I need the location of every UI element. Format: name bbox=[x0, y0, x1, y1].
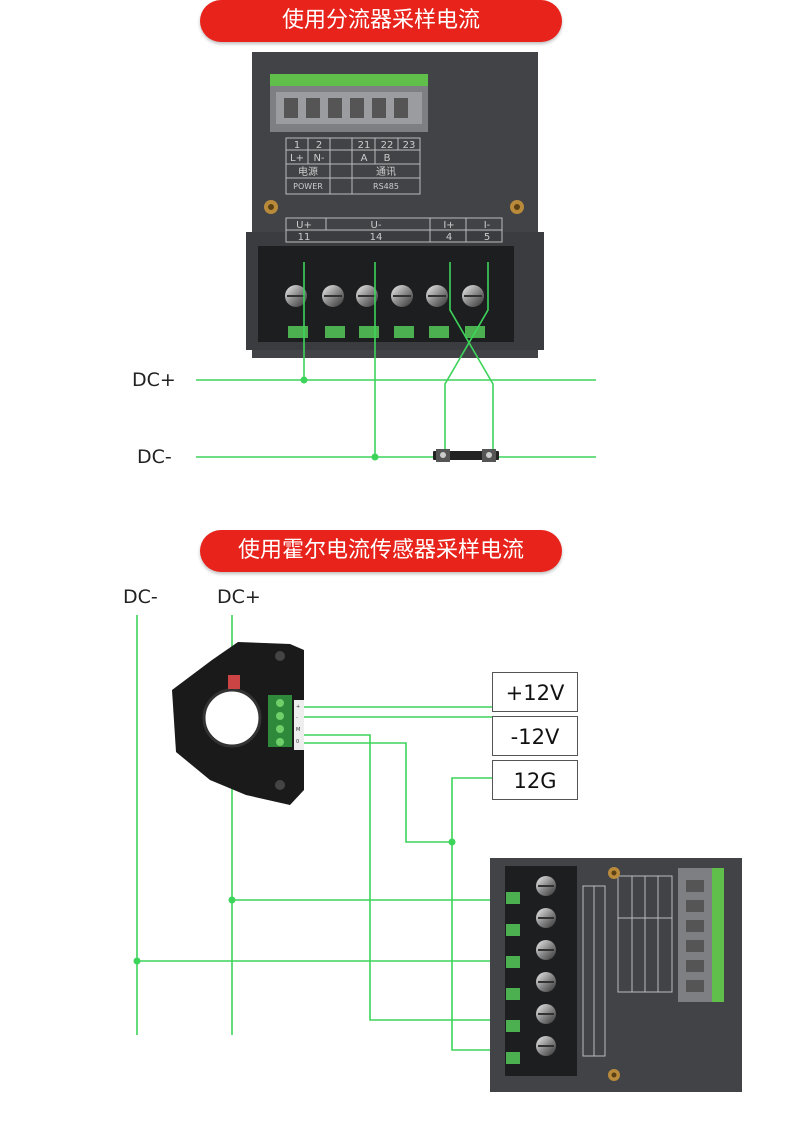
meter-panel-1: 1 2 21 22 23 L+ N- A B 电源 通讯 POWER RS485 bbox=[246, 52, 544, 358]
section2-title: 使用霍尔电流传感器采样电流 bbox=[200, 530, 562, 572]
label-uplus: U+ bbox=[296, 220, 312, 231]
label-power-en: POWER bbox=[293, 182, 323, 191]
label-b: B bbox=[384, 153, 391, 164]
label-iplus: I+ bbox=[443, 220, 454, 231]
label-iminus: I- bbox=[484, 220, 491, 231]
junction-dcplus bbox=[300, 376, 308, 384]
supply-12g: 12G bbox=[492, 760, 578, 800]
shunt-resistor bbox=[433, 449, 499, 462]
section1-title: 使用分流器采样电流 bbox=[200, 0, 562, 42]
dc-minus-label-2: DC- bbox=[123, 586, 158, 608]
label-a: A bbox=[361, 153, 368, 164]
label-nminus: N- bbox=[313, 153, 324, 164]
meter-panel-2 bbox=[490, 858, 742, 1092]
top-label-grid bbox=[285, 137, 421, 195]
label-23: 23 bbox=[403, 140, 416, 151]
pin-plus: + bbox=[296, 704, 300, 710]
label-uminus: U- bbox=[371, 220, 382, 231]
label-rs485: RS485 bbox=[373, 182, 399, 191]
hall-current-sensor: + - M 0 bbox=[172, 642, 304, 805]
label-power-cn: 电源 bbox=[298, 165, 318, 178]
supply-minus12v: -12V bbox=[492, 716, 578, 756]
pin-minus: - bbox=[296, 715, 298, 721]
pin-0: 0 bbox=[296, 739, 299, 745]
wiring-section1 bbox=[196, 262, 596, 458]
label-1: 1 bbox=[294, 140, 300, 151]
terminal-label-grid bbox=[285, 217, 503, 243]
supply-plus12v: +12V bbox=[492, 672, 578, 712]
label-4: 4 bbox=[446, 232, 452, 243]
label-5: 5 bbox=[484, 232, 490, 243]
label-14: 14 bbox=[370, 232, 383, 243]
label-comm-cn: 通讯 bbox=[376, 166, 396, 178]
label-21: 21 bbox=[358, 140, 371, 151]
dc-plus-label-1: DC+ bbox=[132, 369, 176, 391]
junction-dcminus bbox=[371, 453, 379, 461]
label-22: 22 bbox=[381, 140, 394, 151]
label-lplus: L+ bbox=[290, 153, 304, 164]
pin-m: M bbox=[296, 727, 300, 733]
dc-plus-label-2: DC+ bbox=[217, 586, 261, 608]
label-2: 2 bbox=[316, 140, 322, 151]
sensor-led bbox=[228, 675, 240, 689]
label-11: 11 bbox=[298, 232, 311, 243]
dc-minus-label-1: DC- bbox=[137, 446, 172, 468]
